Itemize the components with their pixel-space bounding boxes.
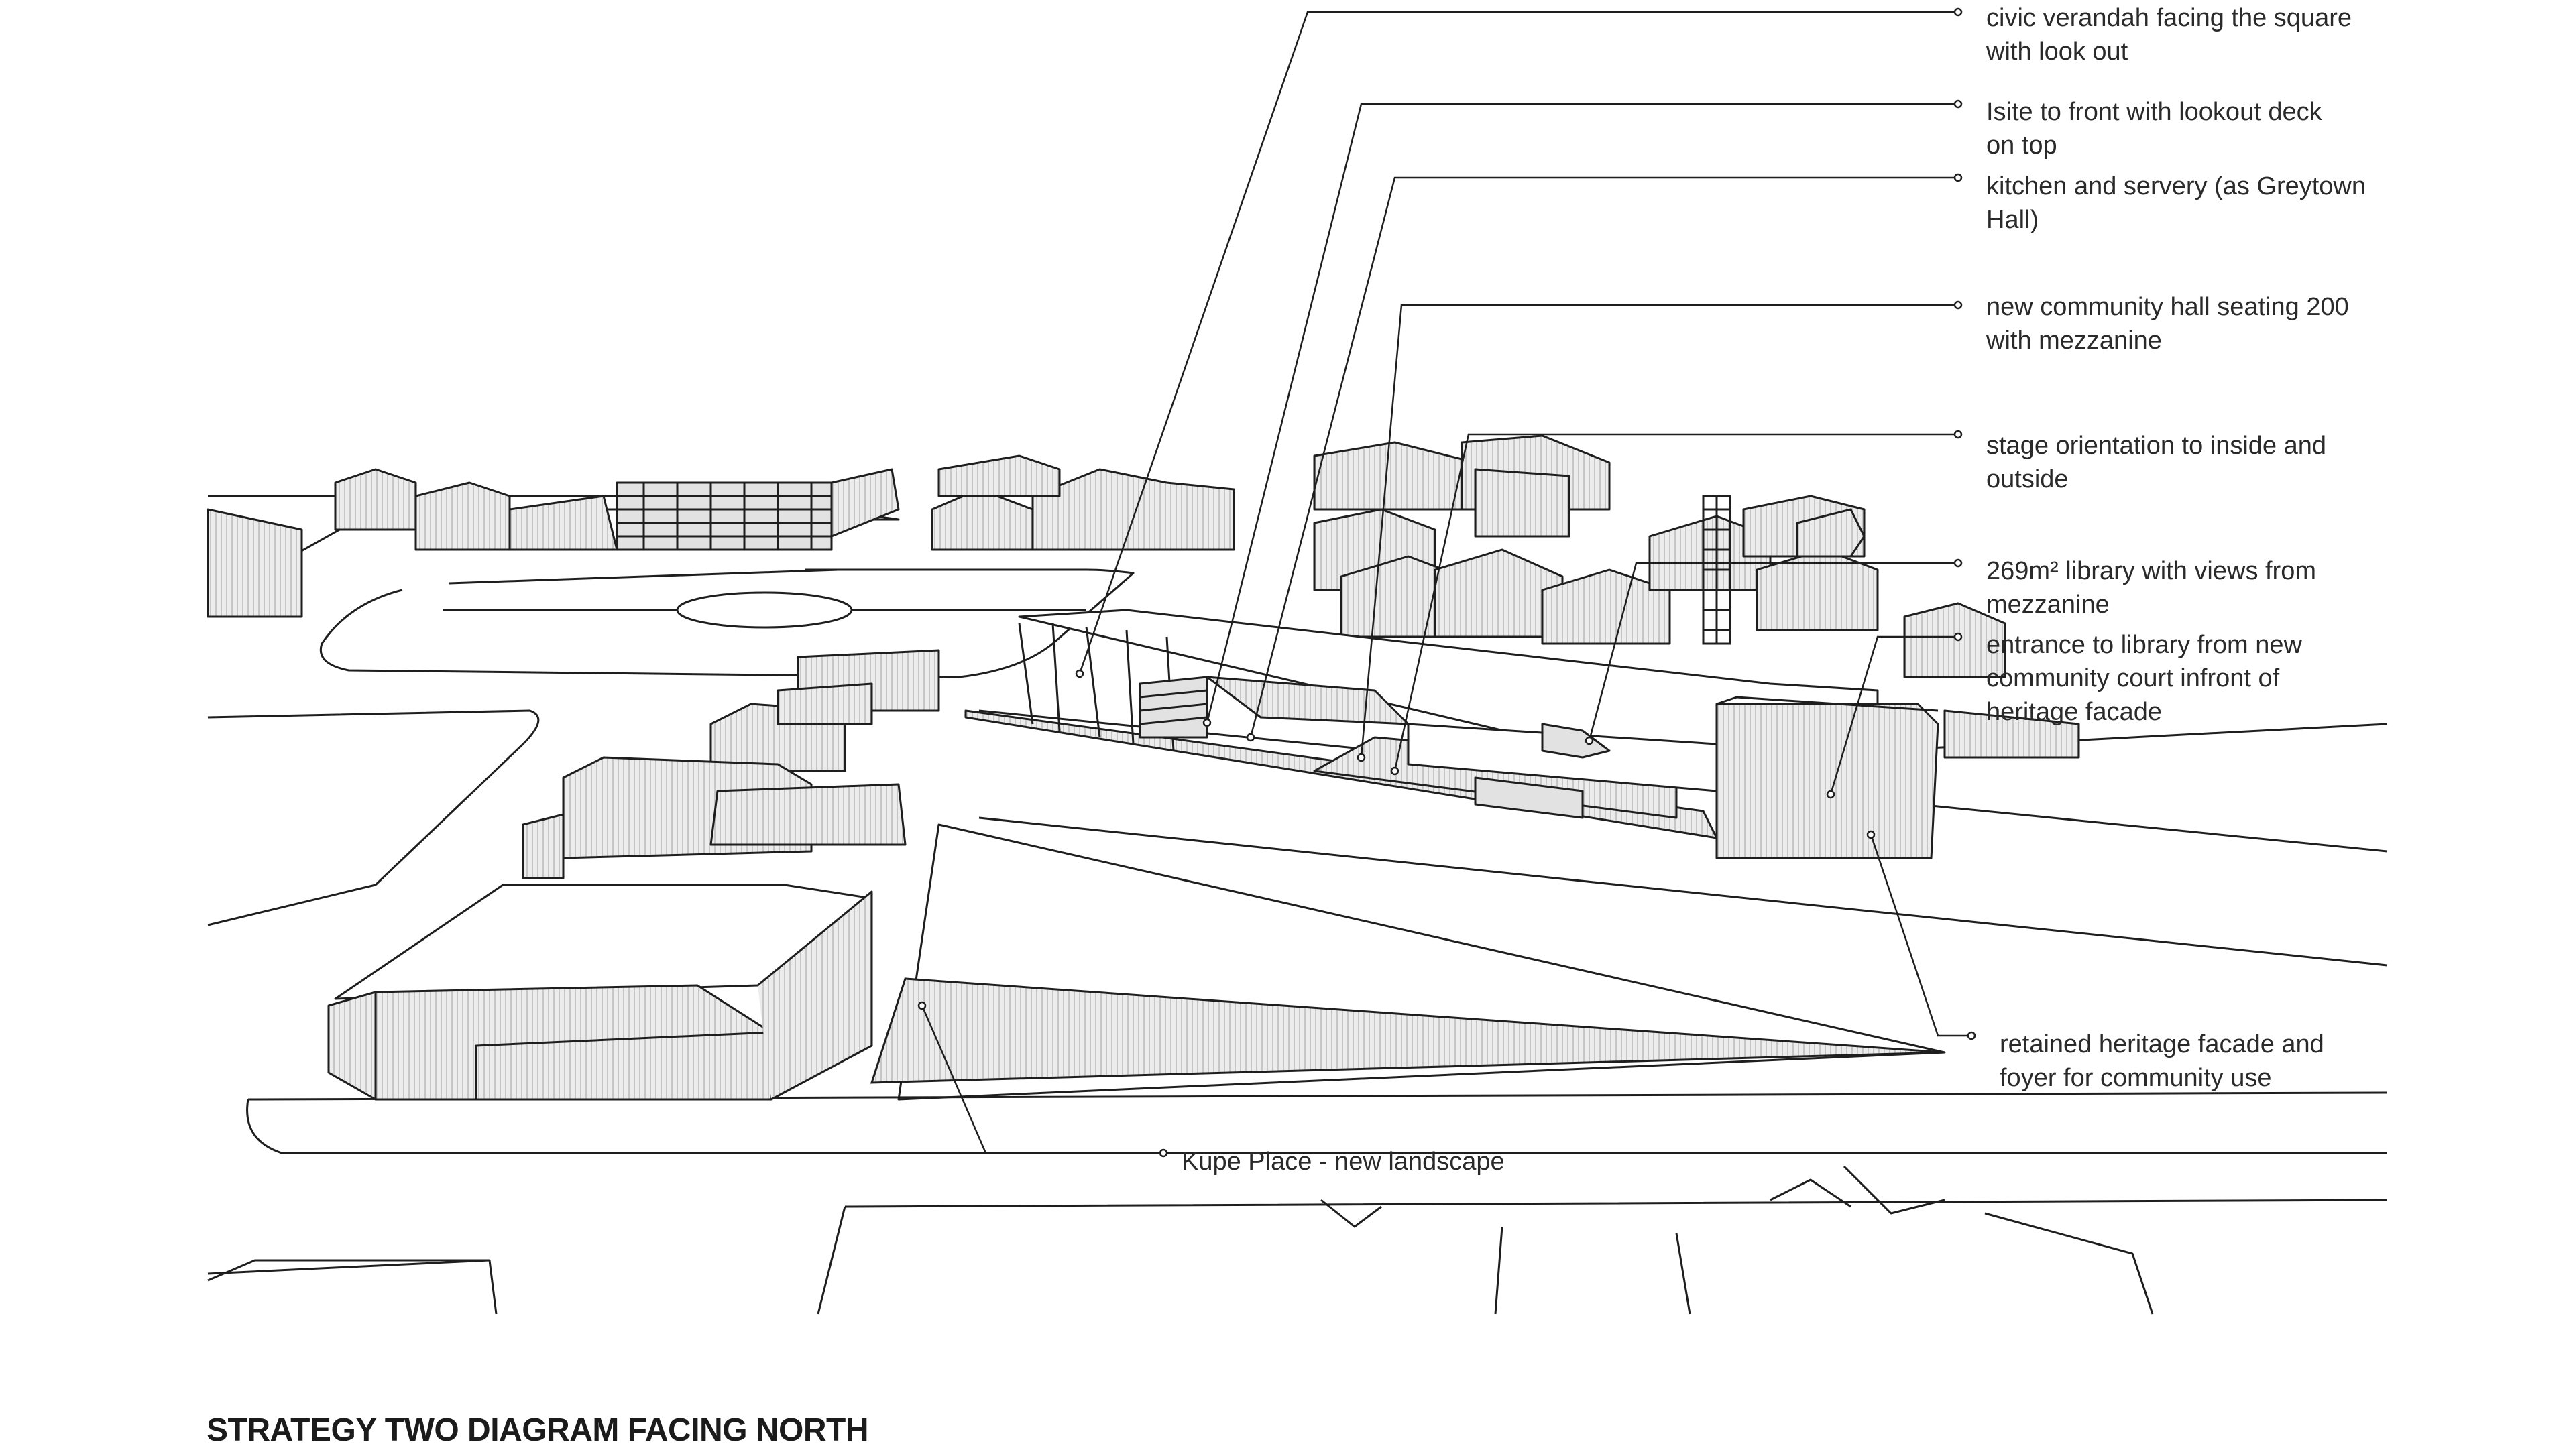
annotation-heritage-facade: retained heritage facade and foyer for c… bbox=[2000, 1030, 2324, 1092]
annotation-stage: stage orientation to inside and outside bbox=[1986, 432, 2327, 493]
stair-tower bbox=[1702, 495, 1731, 645]
street-layout bbox=[207, 495, 2388, 1315]
annotation-kupe-place: Kupe Place - new landscape bbox=[1182, 1148, 1505, 1176]
diagram-caption: STRATEGY TWO DIAGRAM FACING NORTH bbox=[207, 1412, 869, 1448]
annotation-community-hall: new community hall seating 200 with mezz… bbox=[1986, 293, 2349, 355]
kupe-place-landscape bbox=[870, 977, 1945, 1084]
annotation-kitchen: kitchen and servery (as Greytown Hall) bbox=[1986, 172, 2366, 234]
annotation-library: 269m² library with views from mezzanine bbox=[1986, 557, 2316, 619]
annotation-isite: Isite to front with lookout deck on top bbox=[1986, 98, 2322, 160]
leader-lines bbox=[921, 11, 1971, 1154]
annotation-entrance: entrance to library from new community c… bbox=[1986, 631, 2302, 726]
surrounding-buildings bbox=[207, 434, 2080, 1101]
annotation-civic-verandah: civic verandah facing the square with lo… bbox=[1986, 4, 2352, 66]
civic-building bbox=[964, 609, 1939, 859]
leader-dots bbox=[917, 7, 1976, 1158]
